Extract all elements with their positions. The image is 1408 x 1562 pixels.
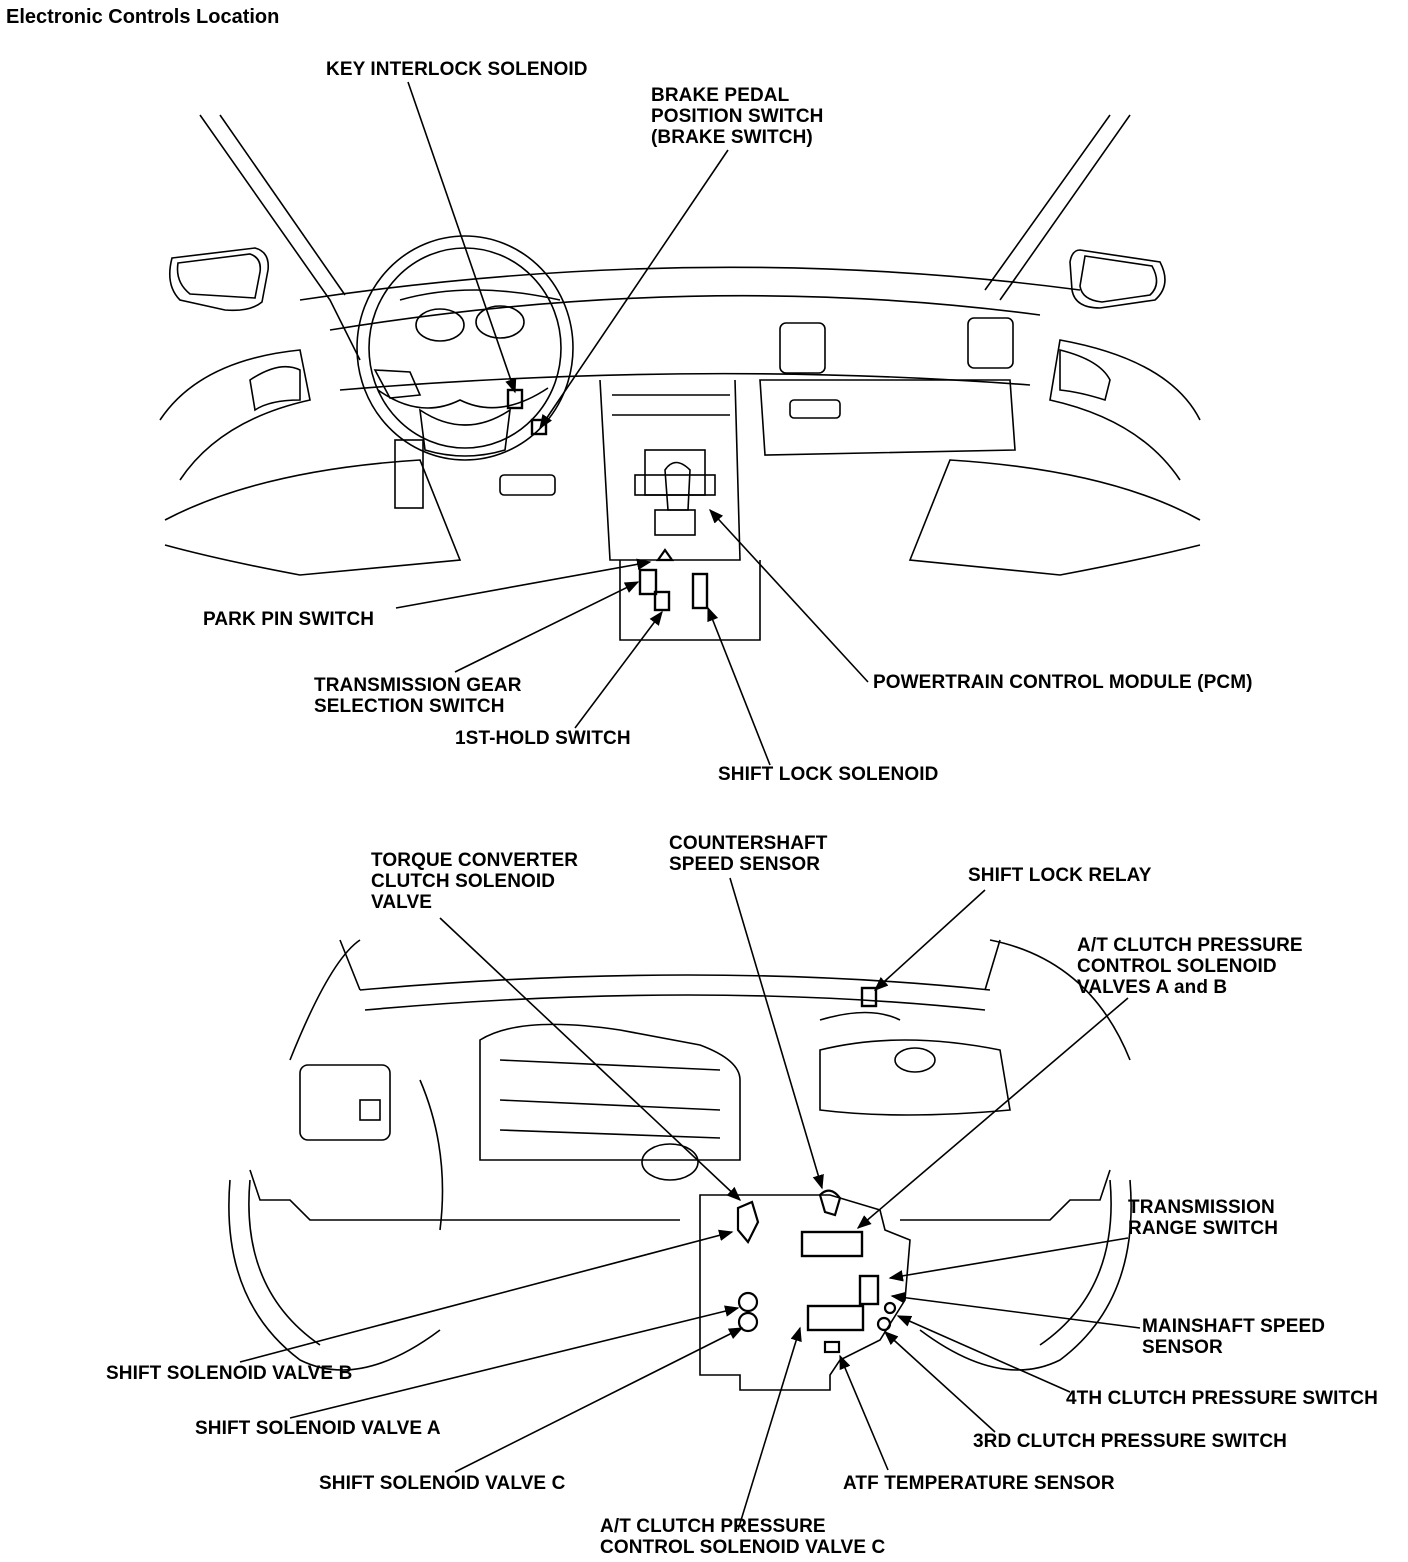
label-atf-temperature-sensor: ATF TEMPERATURE SENSOR [843,1473,1115,1494]
label-at-clutch-pressure-control-solenoid-ab: A/T CLUTCH PRESSURE CONTROL SOLENOID VAL… [1077,935,1303,998]
label-mainshaft-speed-sensor: MAINSHAFT SPEED SENSOR [1142,1316,1326,1358]
label-4th-clutch-pressure-switch: 4TH CLUTCH PRESSURE SWITCH [1066,1388,1378,1409]
label-brake-pedal-position-switch: BRAKE PEDAL POSITION SWITCH (BRAKE SWITC… [651,85,824,148]
label-1st-hold-switch: 1ST-HOLD SWITCH [455,728,631,749]
label-shift-solenoid-valve-c: SHIFT SOLENOID VALVE C [319,1473,566,1494]
page-title: Electronic Controls Location [6,6,280,28]
label-shift-lock-solenoid: SHIFT LOCK SOLENOID [718,764,939,785]
label-3rd-clutch-pressure-switch: 3RD CLUTCH PRESSURE SWITCH [973,1431,1288,1452]
label-powertrain-control-module: POWERTRAIN CONTROL MODULE (PCM) [873,672,1253,693]
label-key-interlock-solenoid: KEY INTERLOCK SOLENOID [326,59,588,80]
label-torque-converter-clutch-solenoid: TORQUE CONVERTER CLUTCH SOLENOID VALVE [371,850,579,913]
label-park-pin-switch: PARK PIN SWITCH [203,609,375,630]
engine-drawing [228,939,1132,1391]
label-shift-solenoid-valve-b: SHIFT SOLENOID VALVE B [106,1363,353,1384]
label-shift-lock-relay: SHIFT LOCK RELAY [968,865,1152,886]
label-transmission-range-switch: TRANSMISSION RANGE SWITCH [1128,1197,1279,1239]
interior-leaders [395,81,869,766]
engine-leaders [239,877,1141,1531]
label-transmission-gear-selection-switch: TRANSMISSION GEAR SELECTION SWITCH [314,675,522,717]
interior-drawing [159,114,1201,641]
label-shift-solenoid-valve-a: SHIFT SOLENOID VALVE A [195,1418,441,1439]
label-at-clutch-pressure-control-solenoid-c: A/T CLUTCH PRESSURE CONTROL SOLENOID VAL… [600,1516,886,1558]
label-countershaft-speed-sensor: COUNTERSHAFT SPEED SENSOR [669,833,828,875]
